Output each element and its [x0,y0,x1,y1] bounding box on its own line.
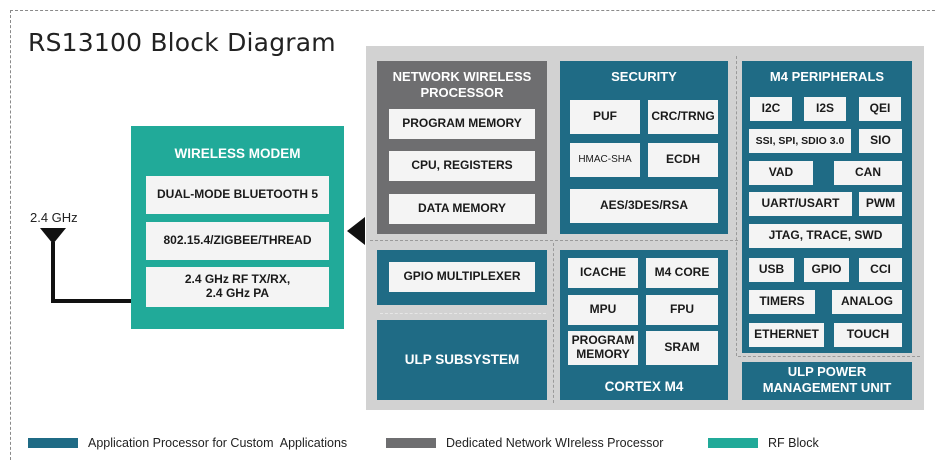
hmac-sha-item: HMAC-SHA [570,143,640,177]
i2s-item: I2S [804,97,846,121]
cpu-registers-item: CPU, REGISTERS [389,151,535,181]
cortex-m4-title: CORTEX M4 [604,379,684,394]
bluetooth-item: DUAL-MODE BLUETOOTH 5 [146,176,329,214]
data-memory-item: DATA MEMORY [389,194,535,224]
legend-rf-block: RF Block [708,436,819,450]
legend-app-processor: Application Processor for Custom Applica… [28,436,347,450]
crc-trng-item: CRC/TRNG [648,100,718,134]
ulp-subsystem-title: ULP SUBSYSTEM [404,352,520,367]
program-memory-item: PROGRAM MEMORY [389,109,535,139]
timers-item: TIMERS [749,290,815,314]
m4-core-item: M4 CORE [646,258,718,288]
ulp-pmu-title: ULP POWER MANAGEMENT UNIT [762,364,892,396]
mpu-item: MPU [568,295,638,325]
panel-divider-right [738,356,920,357]
puf-item: PUF [570,100,640,134]
ecdh-item: ECDH [648,143,718,177]
nwp-title: NETWORK WIRELESS PROCESSOR [392,69,532,100]
gpio-multiplexer-block: GPIO MULTIPLEXER [377,250,547,305]
gpio-multiplexer-item: GPIO MULTIPLEXER [389,262,535,292]
ssi-spi-sdio-item: SSI, SPI, SDIO 3.0 [749,129,851,153]
legend-label-network: Dedicated Network WIreless Processor [446,436,664,450]
can-item: CAN [834,161,902,185]
zigbee-thread-item: 802.15.4/ZIGBEE/THREAD [146,222,329,260]
sio-item: SIO [859,129,902,153]
antenna-label: 2.4 GHz [30,210,78,225]
cortex-m4-block: ICACHE M4 CORE MPU FPU PROGRAM MEMORY SR… [560,250,728,400]
pwm-item: PWM [859,192,902,216]
legend-swatch-network [386,438,436,448]
touch-item: TOUCH [834,323,902,347]
antenna-icon [40,228,132,303]
legend-swatch-rf [708,438,758,448]
panel-divider-horizontal [370,240,738,241]
rf-txrx-item: 2.4 GHz RF TX/RX, 2.4 GHz PA [146,267,329,307]
fpu-item: FPU [646,295,718,325]
program-memory-cortex-item: PROGRAM MEMORY [568,331,638,365]
m4-peripherals-block: M4 PERIPHERALS I2C I2S QEI SSI, SPI, SDI… [742,61,912,353]
legend-network-processor: Dedicated Network WIreless Processor [386,436,663,450]
left-arrow-icon [347,217,365,245]
gpio-ulp-divider [380,313,546,314]
wireless-modem-title: WIRELESS MODEM [174,146,301,161]
m4-peripherals-title: M4 PERIPHERALS [769,69,885,84]
sram-item: SRAM [646,331,718,365]
uart-usart-item: UART/USART [749,192,852,216]
panel-divider-vertical [553,243,554,403]
ethernet-item: ETHERNET [749,323,824,347]
security-block: SECURITY PUF CRC/TRNG HMAC-SHA ECDH AES/… [560,61,728,234]
cci-item: CCI [859,258,902,282]
aes-3des-rsa-item: AES/3DES/RSA [570,189,718,223]
jtag-trace-swd-item: JTAG, TRACE, SWD [749,224,902,248]
ulp-subsystem-block: ULP SUBSYSTEM [377,320,547,400]
ulp-power-management-block: ULP POWER MANAGEMENT UNIT [742,362,912,400]
diagram-title: RS13100 Block Diagram [28,28,336,57]
i2c-item: I2C [750,97,792,121]
security-title: SECURITY [611,69,677,84]
legend-label-rf: RF Block [768,436,819,450]
wireless-modem-block: WIRELESS MODEM DUAL-MODE BLUETOOTH 5 802… [131,126,344,329]
icache-item: ICACHE [568,258,638,288]
analog-item: ANALOG [832,290,902,314]
legend-swatch-app [28,438,78,448]
panel-divider-vertical-right [736,56,737,356]
usb-item: USB [749,258,794,282]
gpio-item: GPIO [804,258,849,282]
legend-label-app: Application Processor for Custom Applica… [88,436,348,450]
vad-item: VAD [749,161,813,185]
diagram-frame [10,10,936,462]
qei-item: QEI [859,97,901,121]
network-wireless-processor-block: NETWORK WIRELESS PROCESSOR PROGRAM MEMOR… [377,61,547,234]
